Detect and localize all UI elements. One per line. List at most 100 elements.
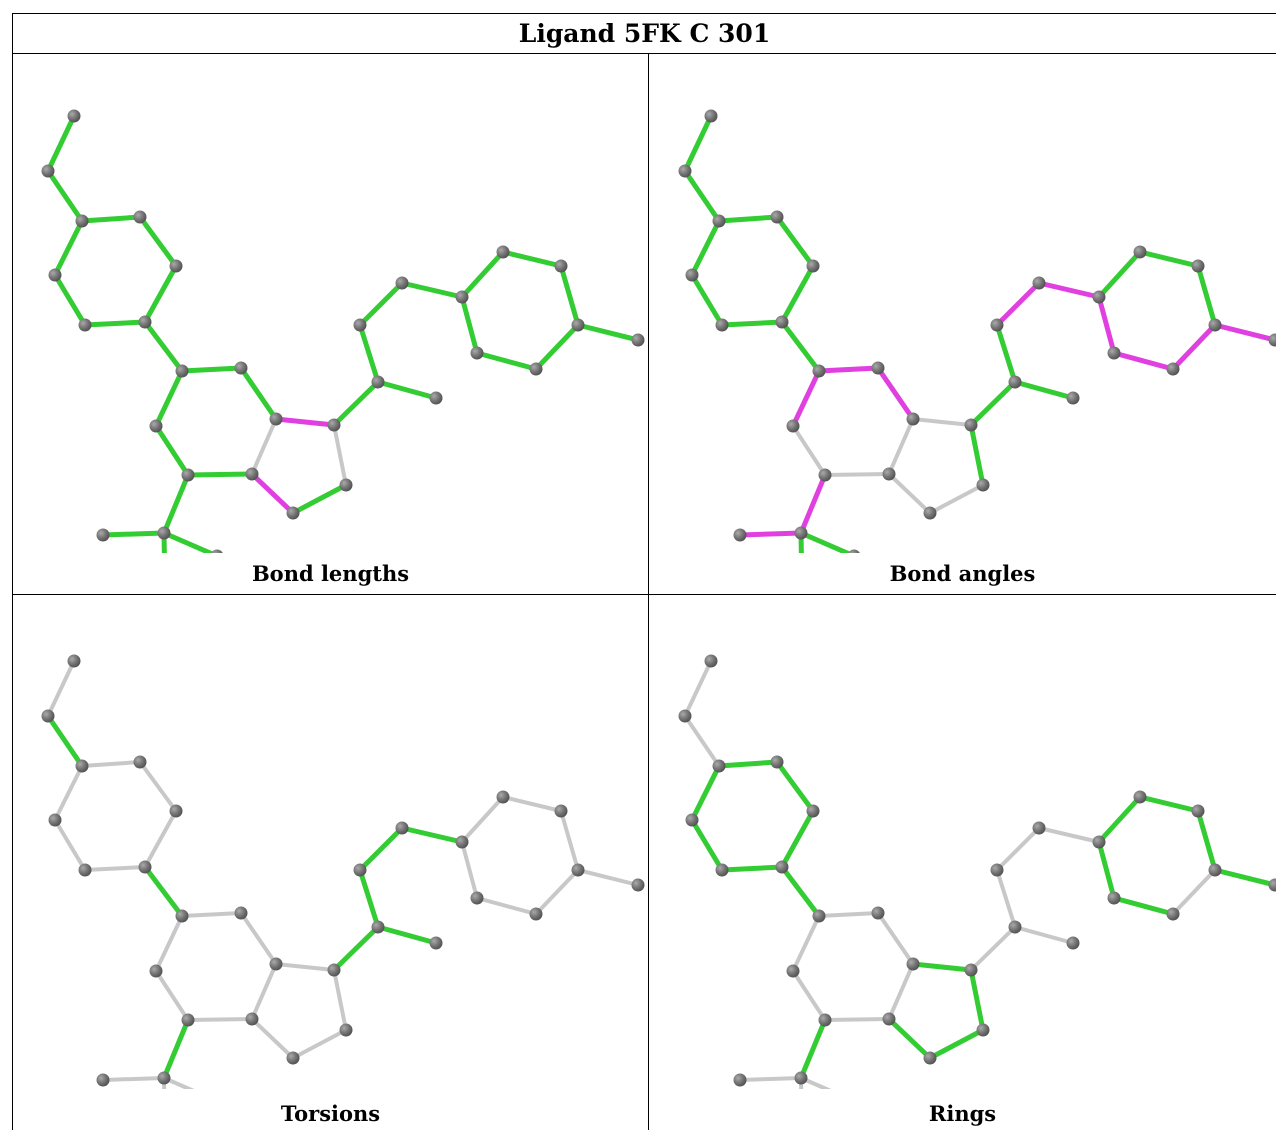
bond-neutral: [791, 969, 827, 1022]
atom: [1208, 318, 1222, 332]
atom: [571, 318, 585, 332]
bond-neutral: [887, 417, 915, 476]
atom: [1032, 821, 1046, 835]
panel-torsions: Torsions: [12, 594, 649, 1130]
atom: [470, 891, 484, 905]
panel-label-bond-lengths: Bond lengths: [251, 561, 410, 586]
bond-ok: [357, 322, 381, 385]
atom: [245, 467, 259, 481]
bond-ok: [185, 471, 255, 478]
panel-label-torsions: Torsions: [280, 1101, 381, 1126]
bond-neutral: [1013, 925, 1075, 945]
atom: [1107, 346, 1121, 360]
bond-ok: [968, 422, 986, 488]
atom: [923, 506, 937, 520]
atom: [169, 804, 183, 818]
bond-ok: [1096, 839, 1117, 901]
atom: [1133, 245, 1147, 259]
bond-neutral: [995, 868, 1017, 929]
atom: [733, 528, 747, 542]
bond-neutral: [683, 714, 721, 768]
bond-ok: [375, 924, 439, 946]
atom: [41, 164, 55, 178]
bond-ok: [153, 368, 185, 429]
bond-ok: [153, 423, 191, 478]
atom: [775, 860, 789, 874]
bond-neutral: [799, 1076, 832, 1089]
atom: [67, 654, 81, 668]
bond-ok: [52, 272, 88, 328]
bond-ok: [798, 530, 854, 553]
atom: [812, 364, 826, 378]
bond-ok: [357, 867, 381, 930]
molecule-view-rings: [678, 654, 1276, 1089]
bond-ok: [1111, 895, 1176, 917]
atom: [395, 821, 409, 835]
bond-neutral: [460, 840, 479, 900]
bond-ok: [45, 713, 85, 769]
atom: [1092, 290, 1106, 304]
bond-neutral: [576, 868, 640, 887]
bond-ok: [716, 214, 780, 224]
bond-ok: [1212, 867, 1276, 888]
bond-ok: [1137, 794, 1201, 814]
bond-ok: [474, 350, 539, 372]
atom: [286, 1051, 300, 1065]
atom: [181, 468, 195, 482]
atom: [395, 276, 409, 290]
atom: [712, 214, 726, 228]
atom: [1208, 863, 1222, 877]
bond-ok: [45, 113, 77, 174]
bond-ok: [331, 924, 381, 973]
bond-ok: [689, 763, 722, 823]
bond-ok: [689, 218, 722, 278]
atom: [812, 909, 826, 923]
atom: [149, 419, 163, 433]
bond-neutral: [250, 417, 278, 476]
atom: [818, 1013, 832, 1027]
atom: [770, 210, 784, 224]
bond-ok: [1195, 808, 1218, 873]
atom: [96, 528, 110, 542]
bond-ok: [689, 272, 725, 328]
bond-neutral: [138, 760, 178, 813]
bond-ok: [45, 168, 85, 224]
atom: [806, 259, 820, 273]
bond-outlier: [1036, 280, 1102, 300]
bond-ok: [682, 113, 714, 174]
atom: [75, 759, 89, 773]
atom: [371, 375, 385, 389]
bond-ok: [798, 530, 804, 553]
atom: [169, 259, 183, 273]
bond-ok: [1096, 794, 1143, 845]
bond-ok: [779, 864, 822, 919]
bond-ok: [161, 472, 191, 536]
atom: [733, 1073, 747, 1087]
bond-ok: [137, 214, 179, 269]
bond-ok: [886, 1016, 933, 1061]
atom: [906, 957, 920, 971]
atom: [794, 1071, 808, 1085]
atom: [234, 361, 248, 375]
atom: [157, 1071, 171, 1085]
bond-neutral: [101, 1076, 166, 1082]
atom: [455, 835, 469, 849]
bond-neutral: [1171, 868, 1217, 916]
atom: [990, 863, 1004, 877]
atom: [1008, 375, 1022, 389]
bond-outlier: [1170, 322, 1218, 372]
atom: [770, 755, 784, 769]
atom: [871, 361, 885, 375]
atom: [175, 909, 189, 923]
atom: [1107, 891, 1121, 905]
bond-ok: [689, 817, 725, 873]
atom: [455, 290, 469, 304]
atom: [327, 963, 341, 977]
atom: [882, 1012, 896, 1026]
atom: [48, 813, 62, 827]
molecule-view-bond-angles: [678, 109, 1276, 553]
grid-line-center: [648, 53, 649, 1130]
atom: [554, 804, 568, 818]
atom: [429, 936, 443, 950]
atom: [1008, 920, 1022, 934]
